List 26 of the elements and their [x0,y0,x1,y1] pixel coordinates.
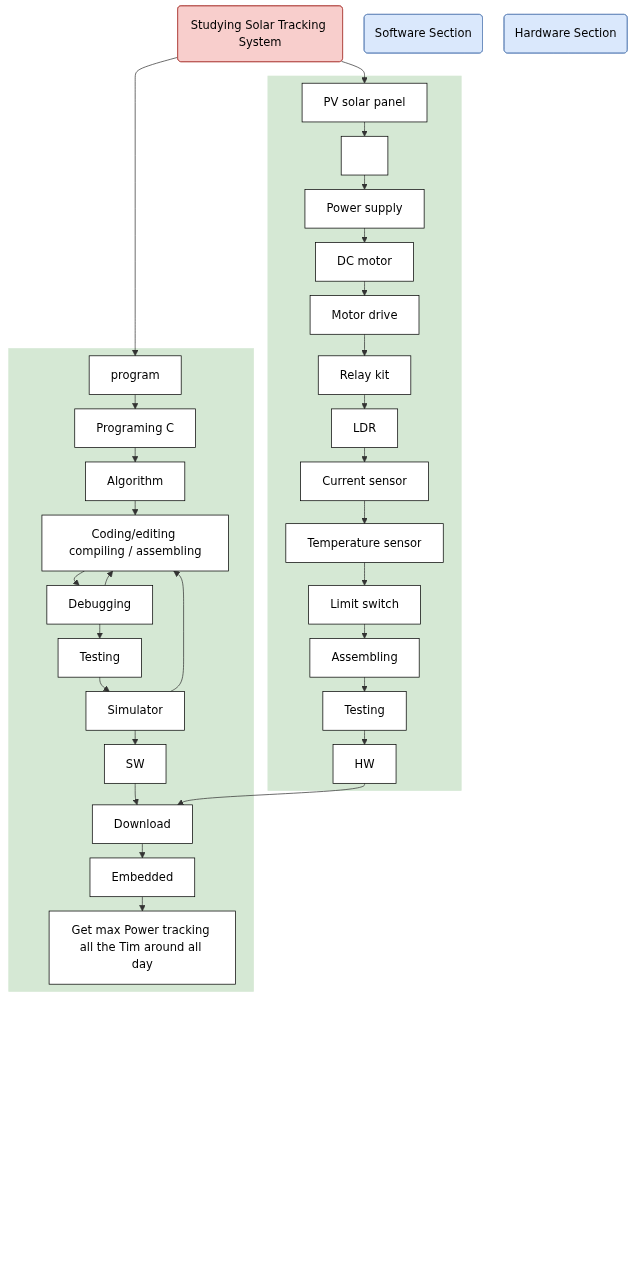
node-box: Embedded [89,857,196,898]
node-box: Temperature sensor [285,523,444,563]
node-box: Limit switch [308,585,421,625]
node-box: Debugging [46,585,154,625]
node-box: Simulator [85,691,185,731]
node-box: Algorithm [85,461,186,502]
node-box: HW [332,744,397,784]
node-box: LDR [331,408,399,448]
node-box: Assembling [309,638,420,678]
node-box: Download [91,804,193,844]
node-box: Motor drive [309,295,420,335]
node-box: Current sensor [300,461,429,502]
node-box: Power supply [304,189,425,229]
cluster [8,348,254,992]
node-box: Testing [322,691,407,731]
cluster [267,75,462,791]
node-box: DC motor [315,242,414,282]
node-box: Testing [57,638,142,678]
node-box: Relay kit [317,355,412,395]
node-box: PV solar panel [301,82,428,123]
node-box: Get max Power tracking all the Tim around all day [48,910,236,985]
node-box: program [88,355,182,395]
node-box: Coding/editing compiling / assembling [41,514,229,572]
node-box: Programing C [74,408,196,448]
node-box: SW [104,744,167,784]
node-box [340,135,389,176]
